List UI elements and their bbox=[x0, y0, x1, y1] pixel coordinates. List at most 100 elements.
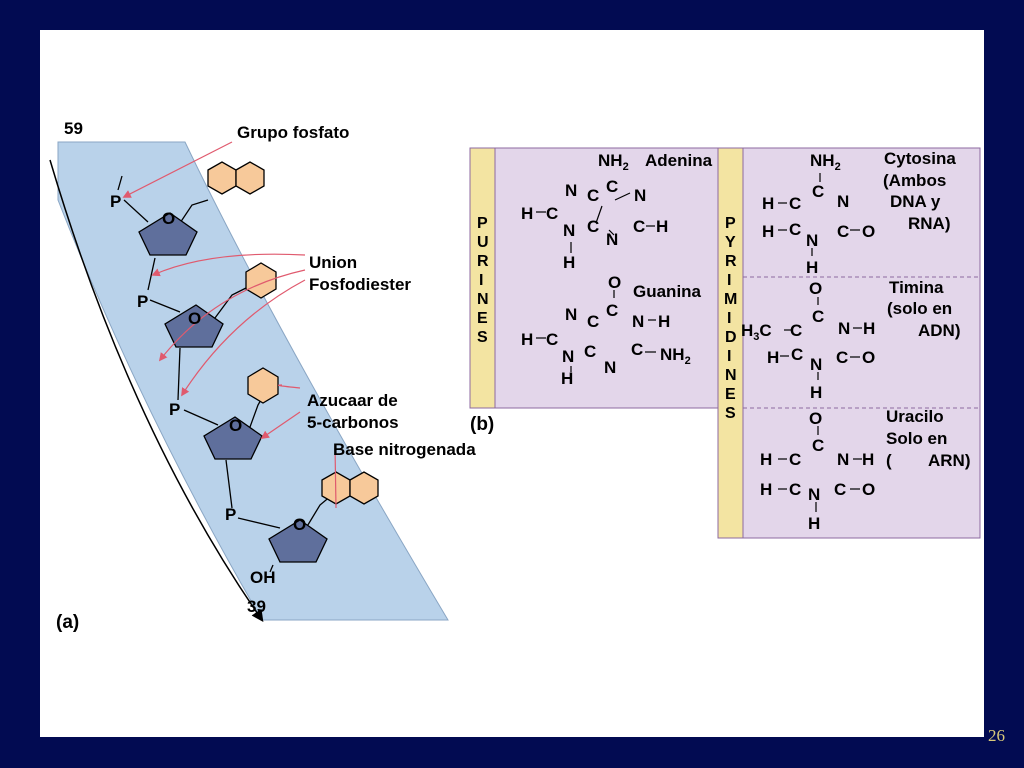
column-letter: P bbox=[725, 215, 736, 232]
svg-text:O: O bbox=[862, 222, 875, 241]
uracil-note: ARN) bbox=[928, 451, 971, 470]
phosphate-p: P bbox=[169, 400, 180, 419]
cytosine-note: (Ambos bbox=[883, 171, 946, 190]
ring-oxygen: O bbox=[188, 309, 201, 328]
base-ring bbox=[207, 161, 237, 195]
svg-text:H: H bbox=[521, 330, 533, 349]
svg-text:H: H bbox=[808, 514, 820, 533]
svg-text:N: N bbox=[634, 186, 646, 205]
sugar-ring bbox=[268, 519, 328, 563]
svg-text:H: H bbox=[563, 253, 575, 272]
svg-text:C: C bbox=[836, 348, 848, 367]
sugar-label-2: 5-carbonos bbox=[307, 413, 399, 432]
svg-text:N: N bbox=[837, 450, 849, 469]
svg-text:C: C bbox=[837, 222, 849, 241]
svg-text:O: O bbox=[862, 480, 875, 499]
svg-text:C: C bbox=[546, 204, 558, 223]
svg-text:H: H bbox=[762, 194, 774, 213]
purines-column: P U R I N E S bbox=[477, 215, 489, 346]
sugar-ring bbox=[203, 416, 263, 460]
svg-text:O: O bbox=[608, 273, 621, 292]
svg-text:H: H bbox=[658, 312, 670, 331]
column-letter: R bbox=[725, 253, 737, 270]
ring-oxygen: O bbox=[229, 416, 242, 435]
uracil-name: Uracilo bbox=[886, 407, 944, 426]
base-ring bbox=[349, 471, 379, 505]
pyrimidines-panel bbox=[717, 147, 981, 539]
thymine-name: Timina bbox=[889, 278, 944, 297]
column-letter: I bbox=[727, 348, 731, 365]
purines-strip bbox=[469, 147, 496, 409]
ring-oxygen: O bbox=[162, 209, 175, 228]
cytosine-name: Cytosina bbox=[884, 149, 956, 168]
column-letter: R bbox=[477, 253, 489, 270]
column-letter: N bbox=[477, 291, 489, 308]
adenine-name: Adenina bbox=[645, 151, 713, 170]
svg-text:N: N bbox=[563, 221, 575, 240]
column-letter: N bbox=[725, 367, 737, 384]
ring-oxygen: O bbox=[293, 515, 306, 534]
svg-text:H3C: H3C bbox=[741, 321, 772, 343]
uracil-note: Solo en bbox=[886, 429, 947, 448]
svg-text:N: N bbox=[632, 312, 644, 331]
phosphate-group-label: Grupo fosfato bbox=[237, 123, 349, 142]
pyrimidines-column: P Y R I M I D I N E S bbox=[724, 215, 737, 422]
svg-text:C: C bbox=[587, 312, 599, 331]
svg-text:C: C bbox=[789, 480, 801, 499]
svg-text:N: N bbox=[604, 358, 616, 377]
svg-text:C: C bbox=[606, 177, 618, 196]
column-letter: Y bbox=[725, 234, 736, 251]
svg-text:C: C bbox=[606, 301, 618, 320]
svg-text:H: H bbox=[561, 369, 573, 388]
svg-text:C: C bbox=[789, 194, 801, 213]
uracil-note: ( bbox=[886, 451, 892, 470]
svg-text:C: C bbox=[546, 330, 558, 349]
nitrogen-bases bbox=[207, 161, 379, 505]
svg-text:NH2: NH2 bbox=[660, 345, 691, 367]
column-letter: U bbox=[477, 234, 489, 251]
svg-text:H: H bbox=[767, 348, 779, 367]
svg-text:H: H bbox=[810, 383, 822, 402]
svg-text:C: C bbox=[812, 436, 824, 455]
column-letter: S bbox=[725, 405, 736, 422]
cytosine-note: DNA y bbox=[890, 192, 941, 211]
svg-text:O: O bbox=[809, 279, 822, 298]
column-letter: D bbox=[725, 329, 737, 346]
svg-text:H: H bbox=[521, 204, 533, 223]
oh-group: OH bbox=[250, 568, 276, 587]
sugar-ring bbox=[164, 304, 224, 348]
svg-text:H: H bbox=[760, 480, 772, 499]
column-letter: I bbox=[479, 272, 483, 289]
svg-text:C: C bbox=[631, 340, 643, 359]
column-letter: S bbox=[477, 329, 488, 346]
svg-text:N: N bbox=[837, 192, 849, 211]
molecule-bonds bbox=[536, 173, 862, 512]
svg-text:C: C bbox=[812, 182, 824, 201]
purines-panel bbox=[469, 147, 721, 409]
sugar-label-1: Azucaar de bbox=[307, 391, 398, 410]
sugar-rings bbox=[138, 212, 328, 563]
column-letter: P bbox=[477, 215, 488, 232]
base-ring bbox=[247, 367, 279, 404]
label-pointers bbox=[122, 141, 337, 509]
svg-text:C: C bbox=[790, 321, 802, 340]
column-letter: I bbox=[727, 272, 731, 289]
slide: P P P P O O O O 59 39 OH Grupo fosfato U… bbox=[40, 30, 984, 737]
five-prime-end: 59 bbox=[64, 119, 83, 138]
phosphodiester-label-2: Fosfodiester bbox=[309, 275, 411, 294]
svg-text:H: H bbox=[806, 258, 818, 277]
svg-text:C: C bbox=[791, 345, 803, 364]
svg-text:NH2: NH2 bbox=[810, 151, 841, 173]
svg-text:C: C bbox=[633, 217, 645, 236]
phosphate-p: P bbox=[137, 292, 148, 311]
svg-text:C: C bbox=[584, 342, 596, 361]
svg-text:C: C bbox=[834, 480, 846, 499]
svg-text:N: N bbox=[810, 355, 822, 374]
column-letter: E bbox=[477, 310, 488, 327]
column-letter: M bbox=[724, 291, 737, 308]
base-label: Base nitrogenada bbox=[333, 440, 476, 459]
